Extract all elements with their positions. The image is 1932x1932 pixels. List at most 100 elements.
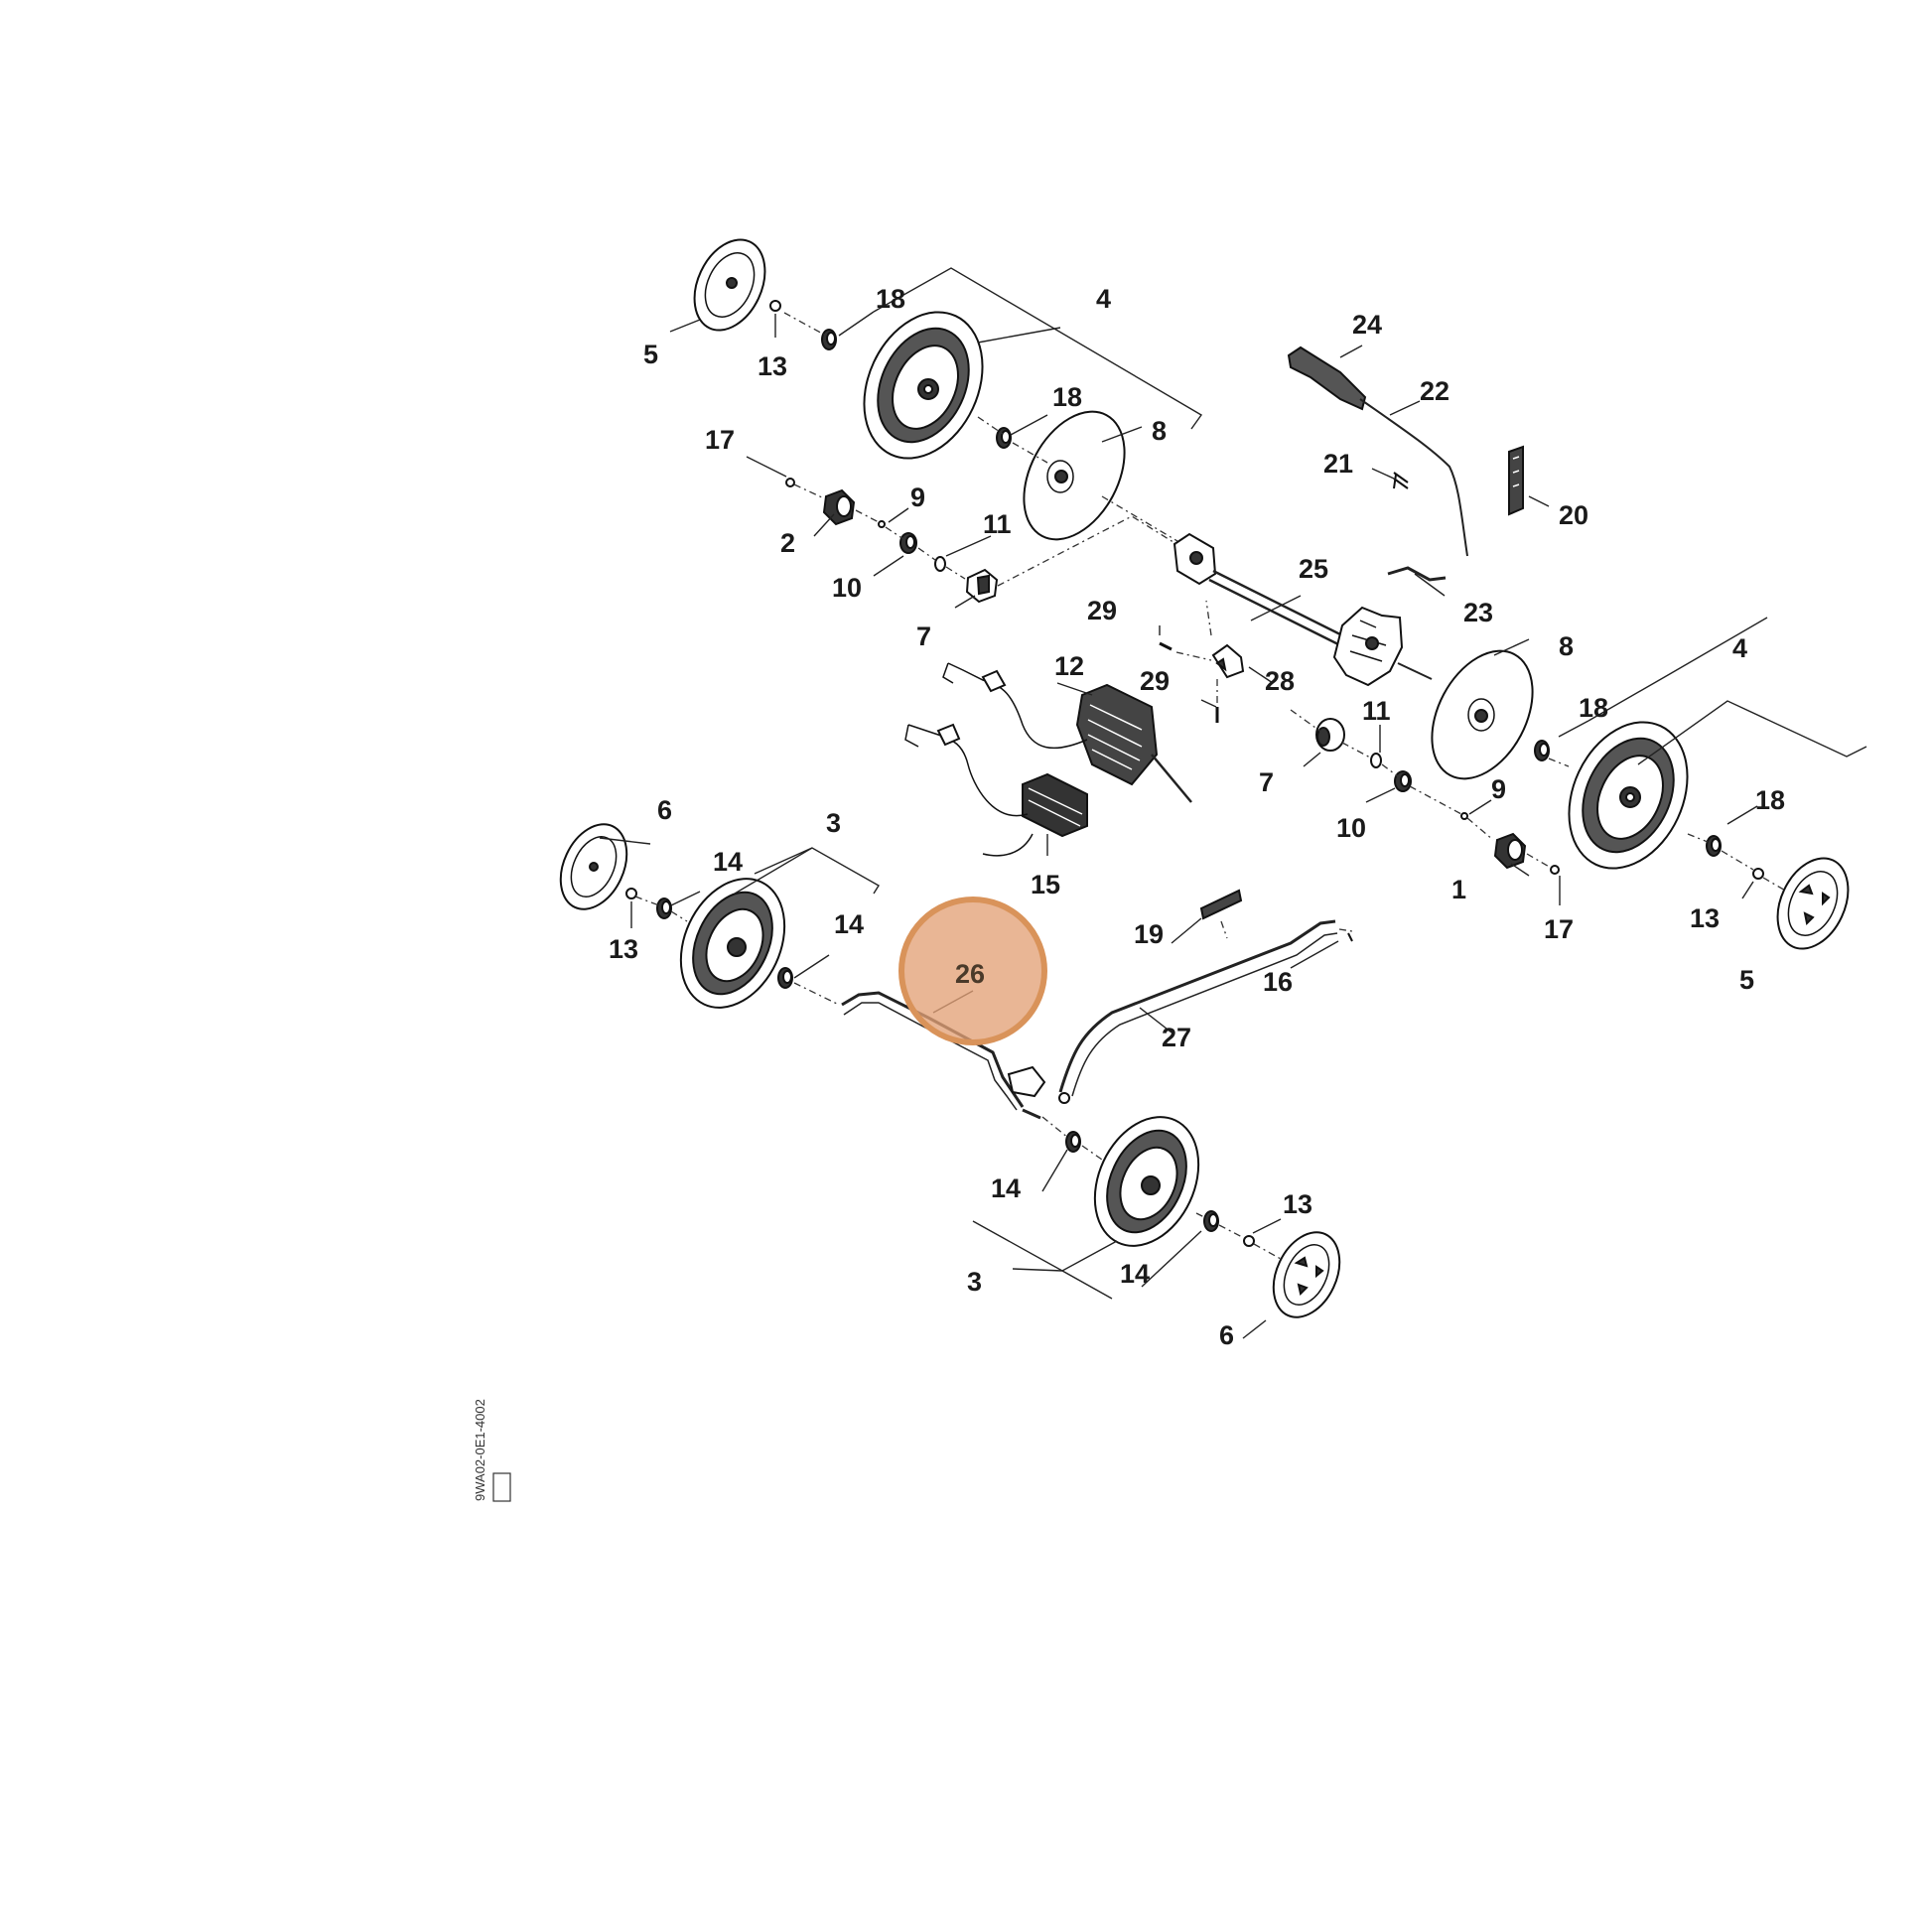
pinion-part-2 (822, 488, 856, 526)
label-18-top-b: 18 (1052, 382, 1082, 412)
switch-part-20 (1508, 445, 1524, 516)
drawing-code-box (492, 1472, 511, 1502)
rear-left-wheel-group (693, 238, 1178, 542)
label-18-top-a: 18 (876, 284, 905, 314)
lever-part-24 (1287, 345, 1367, 411)
label-28: 28 (1265, 666, 1295, 696)
bearing-part-18-top-a (821, 329, 837, 350)
label-7-right: 7 (1259, 767, 1274, 797)
front-left-wheel-group (559, 823, 840, 1009)
wheel-part-3-left (679, 878, 786, 1009)
label-10-left: 10 (832, 573, 862, 603)
spring-part-21 (1393, 472, 1409, 489)
label-23: 23 (1463, 598, 1493, 627)
nut-part-13-front-left (625, 888, 637, 899)
label-8-top: 8 (1152, 416, 1167, 446)
label-29-b: 29 (1140, 666, 1170, 696)
bearing-part-14-front-left-b (777, 967, 793, 989)
label-18-right-b: 18 (1755, 785, 1785, 815)
label-9-right: 9 (1491, 774, 1506, 804)
drawing-code: 9WA02-0E1-4002 (473, 1399, 487, 1501)
part-labels: 5 13 18 4 18 8 17 9 2 11 10 7 24 22 21 2… (609, 284, 1785, 1350)
wheel-part-4-top (863, 311, 984, 460)
bearing-part-14-front-left-a (656, 897, 672, 919)
bearing-part-14-front-right-b (1203, 1210, 1219, 1232)
hubcap-part-6-right (1272, 1231, 1341, 1318)
label-17-right: 17 (1544, 914, 1574, 944)
hubcap-part-6-left (559, 823, 628, 910)
label-14-front-right-b: 14 (1120, 1259, 1150, 1289)
highlight-circle[interactable] (898, 897, 1047, 1045)
label-13-right: 13 (1690, 903, 1720, 933)
nut-part-13-front-right (1243, 1235, 1255, 1247)
label-19: 19 (1134, 919, 1164, 949)
disc-part-8-top (1023, 410, 1126, 541)
label-13-front-left: 13 (609, 934, 638, 964)
label-2: 2 (780, 528, 795, 558)
label-6-left: 6 (657, 795, 672, 825)
label-14-front-right-a: 14 (991, 1173, 1021, 1203)
label-11-left: 11 (983, 509, 1012, 539)
rod-part-23 (1387, 566, 1447, 582)
label-12: 12 (1054, 651, 1084, 681)
washer-part-11-right (1370, 753, 1382, 768)
wheel-part-3-right (1093, 1116, 1200, 1247)
label-15: 15 (1031, 870, 1060, 899)
label-29-a: 29 (1087, 596, 1117, 625)
label-14-front-left-b: 14 (834, 909, 864, 939)
wheel-part-4-right (1568, 721, 1689, 870)
pinion-part-1 (1493, 832, 1527, 870)
label-16: 16 (1263, 967, 1293, 997)
label-17-left: 17 (705, 425, 735, 455)
bracket-part-28 (1211, 643, 1245, 679)
label-7-left: 7 (916, 621, 931, 651)
label-26[interactable]: 26 (955, 959, 985, 989)
front-right-wheel-group (1041, 1116, 1341, 1318)
nut-part-13-top (769, 300, 781, 312)
washer-part-11-left (934, 556, 946, 572)
clip-part-17-right (1550, 865, 1560, 875)
label-22: 22 (1420, 376, 1449, 406)
label-21: 21 (1323, 449, 1353, 479)
label-3-left: 3 (826, 808, 841, 838)
label-4-top: 4 (1096, 284, 1111, 314)
label-24: 24 (1352, 310, 1382, 340)
svg-text:9WA02-0E1-4002: 9WA02-0E1-4002 (473, 1399, 487, 1501)
label-5-top: 5 (643, 340, 658, 369)
label-11-right: 11 (1362, 696, 1391, 726)
label-5-right: 5 (1739, 965, 1754, 995)
gear-part-7-right (1315, 718, 1345, 752)
clip-part-17-left (785, 478, 795, 487)
label-25: 25 (1299, 554, 1328, 584)
gear-part-7-left (965, 568, 999, 604)
cable-part-22 (1359, 398, 1468, 557)
label-8-right: 8 (1559, 631, 1574, 661)
label-14-front-left-a: 14 (713, 847, 743, 877)
bearing-part-18-top-b (996, 427, 1012, 449)
label-13-front-right: 13 (1283, 1189, 1312, 1219)
bearing-part-18-right-b (1706, 835, 1722, 857)
bearing-part-10-left (899, 532, 917, 554)
pin-part-9-right (1460, 812, 1468, 820)
screw-part-29-a (1159, 641, 1173, 651)
handle-part-27 (1058, 919, 1353, 1104)
bracket-part-19 (1199, 889, 1243, 920)
label-27: 27 (1162, 1023, 1191, 1052)
bearing-part-10-right (1394, 770, 1412, 792)
gearbox-housing (1332, 606, 1433, 687)
pin-part-9-left (878, 520, 886, 528)
label-6-right: 6 (1219, 1320, 1234, 1350)
hubcap-part-5-right (1776, 857, 1850, 950)
motor-part-12 (942, 662, 1192, 803)
axle-part-26 (841, 991, 1046, 1120)
label-13-top: 13 (758, 351, 787, 381)
rear-right-wheel-group (1290, 649, 1850, 950)
nut-part-13-right (1752, 868, 1764, 880)
left-drive-parts (785, 478, 1177, 604)
bearing-part-18-right-a (1534, 740, 1550, 761)
disc-part-8-right (1431, 649, 1534, 780)
label-9-left: 9 (910, 483, 925, 512)
motor-part-15 (904, 723, 1088, 857)
label-1: 1 (1451, 875, 1466, 904)
